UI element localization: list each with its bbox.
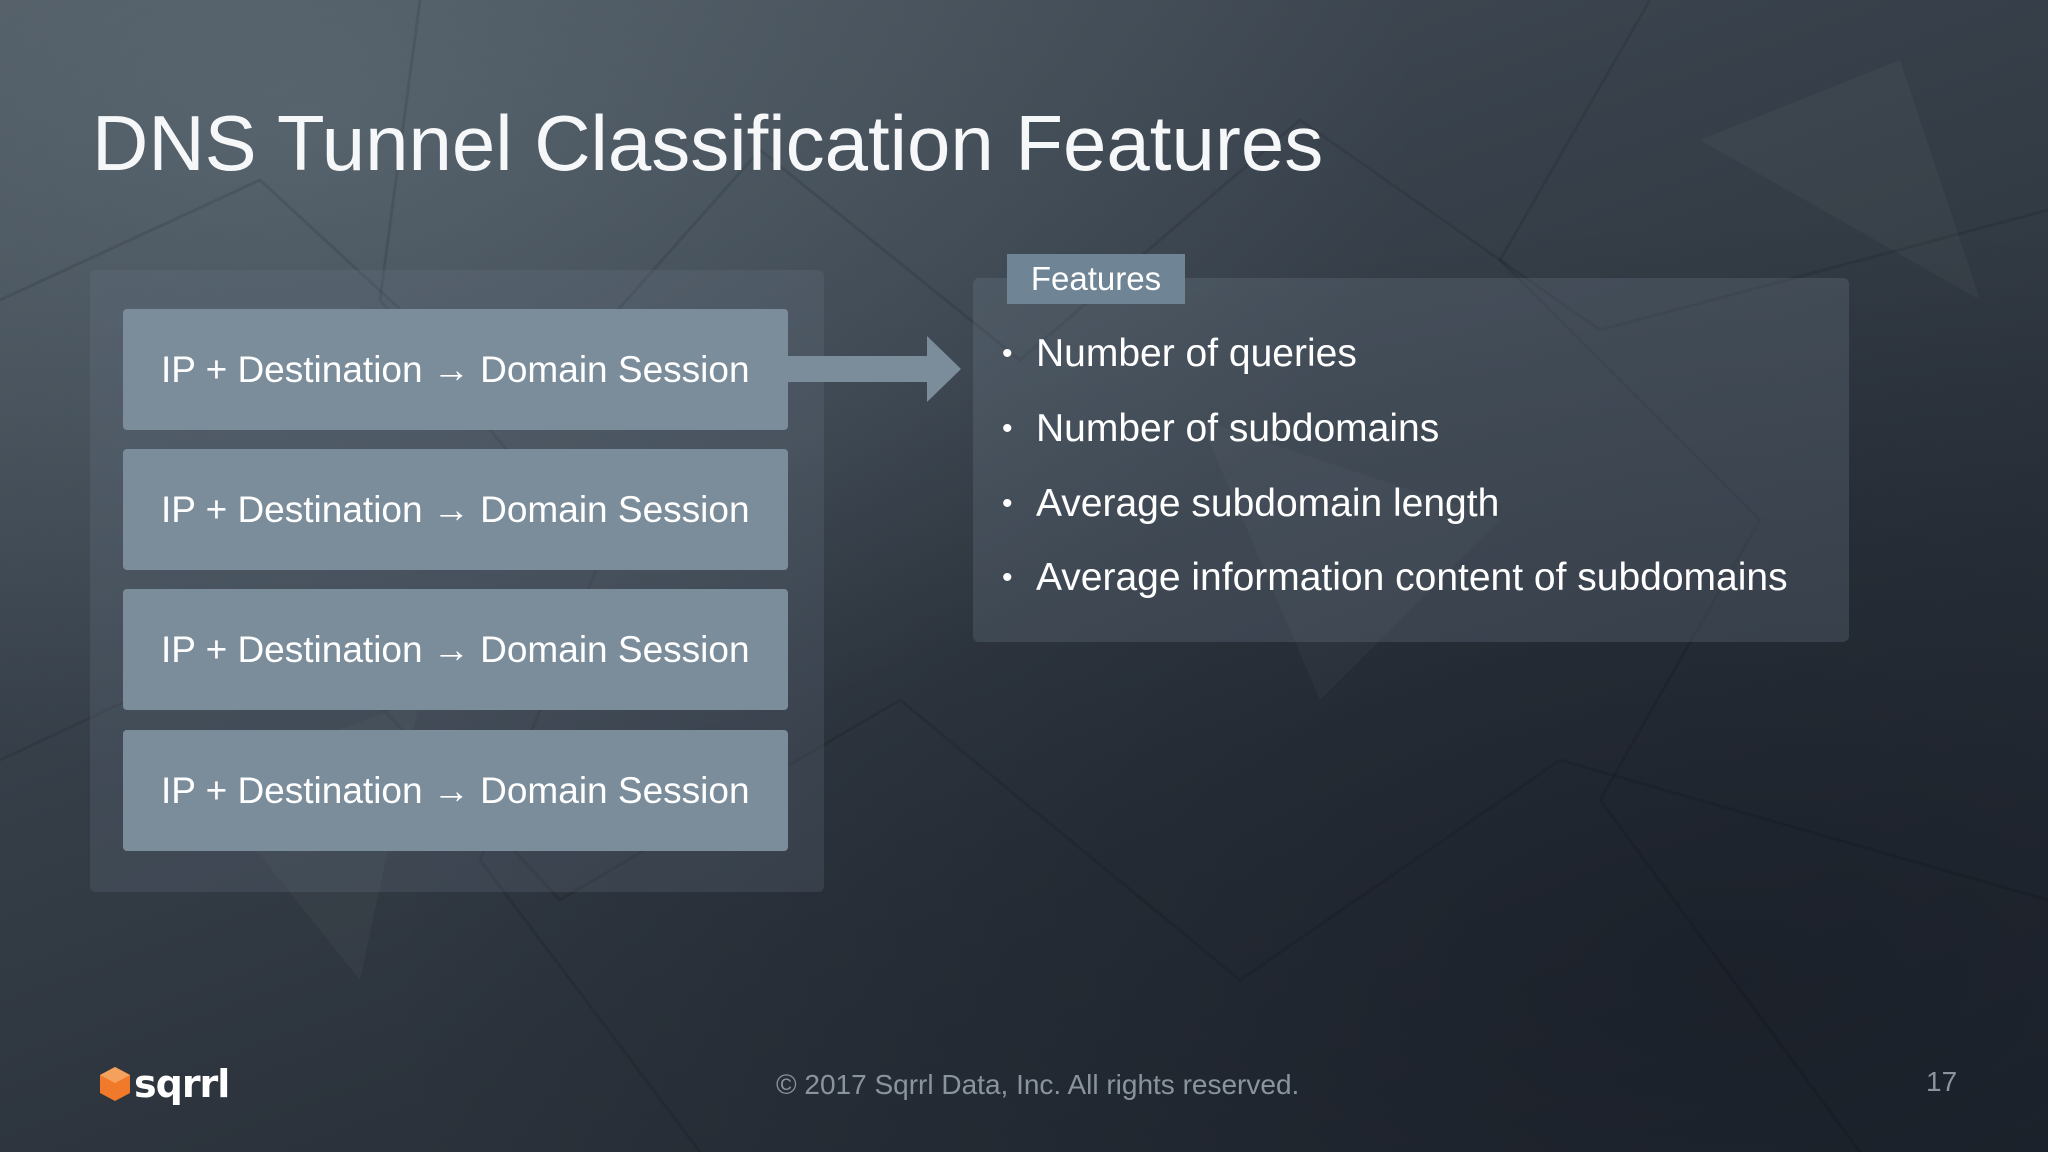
slide-title: DNS Tunnel Classification Features bbox=[92, 99, 1324, 187]
session-box: IP + Destination → Domain Session bbox=[123, 449, 788, 570]
feature-item: • Average information content of subdoma… bbox=[1002, 556, 1788, 600]
feature-label: Number of queries bbox=[1036, 332, 1357, 375]
session-box: IP + Destination → Domain Session bbox=[123, 589, 788, 710]
logo-text: sqrrl bbox=[134, 1062, 230, 1106]
features-tab: Features bbox=[1007, 254, 1185, 304]
sqrrl-logo-icon bbox=[100, 1067, 130, 1101]
session-box: IP + Destination → Domain Session bbox=[123, 730, 788, 851]
right-arrow-icon bbox=[787, 336, 961, 402]
feature-label: Number of subdomains bbox=[1036, 407, 1440, 450]
feature-item: • Average subdomain length bbox=[1002, 482, 1499, 526]
bullet-icon: • bbox=[1002, 337, 1013, 370]
feature-label: Average subdomain length bbox=[1036, 482, 1500, 525]
features-panel bbox=[973, 278, 1849, 642]
copyright-text: © 2017 Sqrrl Data, Inc. All rights reser… bbox=[776, 1069, 1300, 1100]
bullet-icon: • bbox=[1002, 561, 1013, 594]
page-number: 17 bbox=[1926, 1066, 1958, 1097]
bullet-icon: • bbox=[1002, 412, 1013, 445]
bullet-icon: • bbox=[1002, 487, 1013, 520]
feature-label: Average information content of subdomain… bbox=[1036, 556, 1788, 599]
session-box: IP + Destination → Domain Session bbox=[123, 309, 788, 430]
feature-item: • Number of subdomains bbox=[1002, 407, 1439, 451]
feature-item: • Number of queries bbox=[1002, 332, 1357, 376]
sqrrl-logo: sqrrl bbox=[100, 1062, 230, 1106]
